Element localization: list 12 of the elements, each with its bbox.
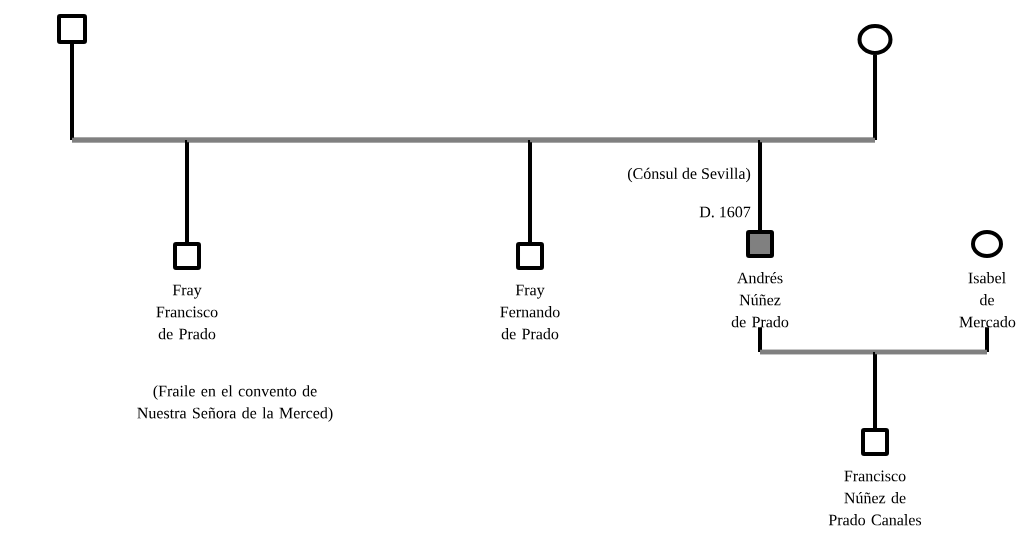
male-symbol (57, 14, 87, 44)
person-name: Francisco Núñez de Prado Canales (828, 470, 922, 526)
note-text: (Fraile en el convento de Nuestra Señora de la Merced) (137, 385, 333, 422)
person-name: Andrés Núñez de Prado (731, 272, 789, 328)
note-text: D. 1607 (699, 206, 751, 218)
family-line (758, 53, 877, 232)
person-name: Fray Fernando de Prado (500, 284, 560, 340)
female-symbol (857, 24, 893, 55)
person-name: Fray Francisco de Prado (156, 284, 218, 340)
family-line (873, 325, 989, 430)
note-text: (Cónsul de Sevilla) (627, 167, 751, 183)
person-name: Isabel de Mercado (959, 272, 1016, 328)
